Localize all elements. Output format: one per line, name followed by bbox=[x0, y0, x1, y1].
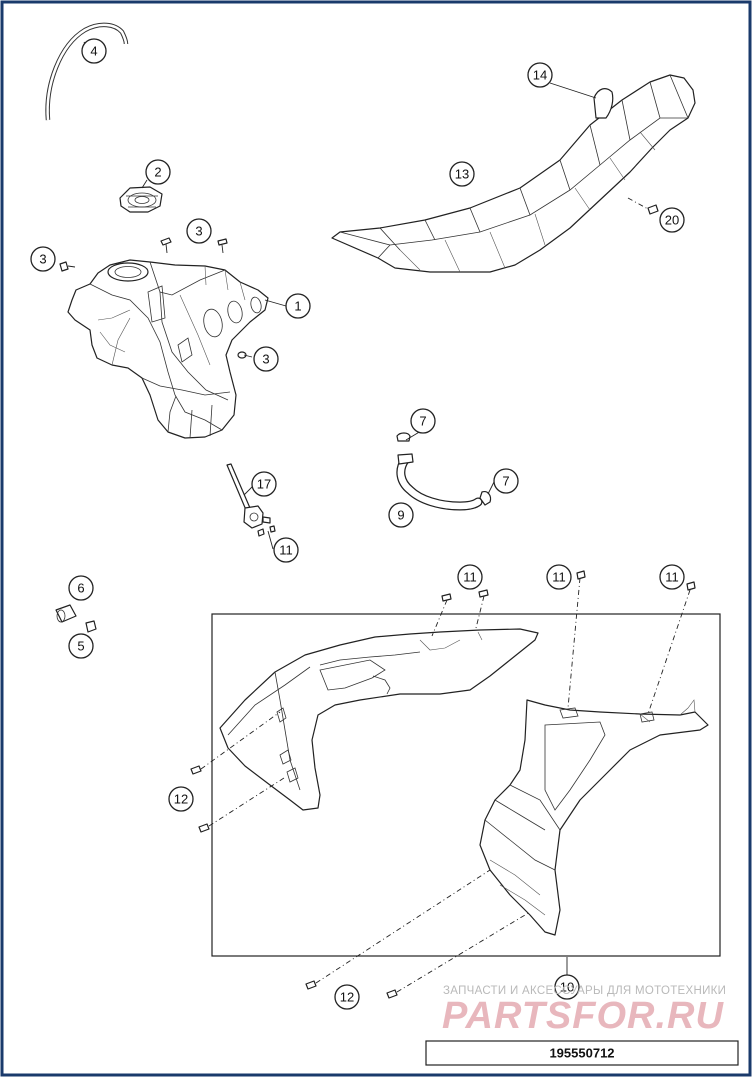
leader-lines bbox=[83, 41, 597, 975]
callout-3a: 3 bbox=[186, 218, 212, 244]
seat-part bbox=[331, 74, 696, 273]
watermark-tagline: ЗАПЧАСТИ И АКСЕССУАРЫ ДЛЯ МОТОТЕХНИКИ bbox=[443, 985, 726, 997]
callout-label: 20 bbox=[665, 213, 679, 228]
callout-6: 6 bbox=[68, 575, 94, 601]
callout-11d: 11 bbox=[273, 537, 299, 563]
callout-11c: 11 bbox=[659, 564, 685, 590]
part-number-box: 195550712 bbox=[425, 1040, 739, 1066]
callout-label: 5 bbox=[77, 639, 84, 654]
callout-label: 6 bbox=[77, 581, 84, 596]
part-number: 195550712 bbox=[549, 1046, 614, 1061]
callout-2: 2 bbox=[145, 159, 171, 185]
callout-7a: 7 bbox=[410, 408, 436, 434]
watermark: ЗАПЧАСТИ И АКСЕССУАРЫ ДЛЯ МОТОТЕХНИКИ PA… bbox=[442, 985, 726, 1037]
callout-label: 3 bbox=[195, 224, 202, 239]
callout-label: 11 bbox=[552, 570, 566, 585]
callout-label: 12 bbox=[174, 792, 188, 807]
callout-17: 17 bbox=[251, 471, 277, 497]
callout-label: 10 bbox=[560, 980, 574, 995]
hose-part bbox=[45, 22, 129, 121]
callout-label: 4 bbox=[90, 44, 97, 59]
callout-label: 11 bbox=[463, 570, 477, 585]
callout-label: 9 bbox=[397, 508, 404, 523]
callout-label: 7 bbox=[502, 474, 509, 489]
callout-11a: 11 bbox=[457, 564, 483, 590]
watermark-logo: PARTSFOR.RU bbox=[442, 995, 724, 1037]
callout-label: 3 bbox=[39, 252, 46, 267]
callout-13: 13 bbox=[449, 161, 475, 187]
callout-20: 20 bbox=[659, 207, 685, 233]
callout-10: 10 bbox=[554, 974, 580, 1000]
callout-9: 9 bbox=[388, 502, 414, 528]
callout-label: 11 bbox=[279, 543, 293, 558]
callout-label: 17 bbox=[257, 477, 271, 492]
callout-4: 4 bbox=[81, 38, 107, 64]
callout-label: 13 bbox=[455, 167, 469, 182]
callout-7b: 7 bbox=[493, 468, 519, 494]
side-panel-kit-box bbox=[211, 613, 721, 957]
panel-screws bbox=[190, 570, 696, 999]
callout-3c: 3 bbox=[253, 346, 279, 372]
fuel-tank-part bbox=[67, 259, 269, 439]
callout-label: 2 bbox=[154, 165, 161, 180]
callout-label: 3 bbox=[262, 352, 269, 367]
screw-parts-3 bbox=[59, 237, 253, 359]
callout-label: 11 bbox=[665, 570, 679, 585]
rubber-bushing-part bbox=[55, 604, 97, 633]
callout-1: 1 bbox=[285, 293, 311, 319]
right-side-panel-part bbox=[479, 699, 709, 936]
callout-12b: 12 bbox=[334, 984, 360, 1010]
callout-12a: 12 bbox=[168, 786, 194, 812]
seat-screw-part bbox=[627, 197, 659, 215]
callout-label: 1 bbox=[294, 299, 301, 314]
callout-label: 14 bbox=[533, 68, 547, 83]
callout-11b: 11 bbox=[546, 564, 572, 590]
callout-5: 5 bbox=[68, 633, 94, 659]
fuel-tap-part bbox=[226, 463, 276, 537]
callout-3b: 3 bbox=[30, 246, 56, 272]
breather-hose-part bbox=[396, 432, 492, 511]
callout-label: 7 bbox=[419, 414, 426, 429]
fuel-cap-part bbox=[119, 186, 163, 213]
callout-14: 14 bbox=[527, 62, 553, 88]
left-side-panel-part bbox=[219, 628, 539, 811]
callout-label: 12 bbox=[340, 990, 354, 1005]
